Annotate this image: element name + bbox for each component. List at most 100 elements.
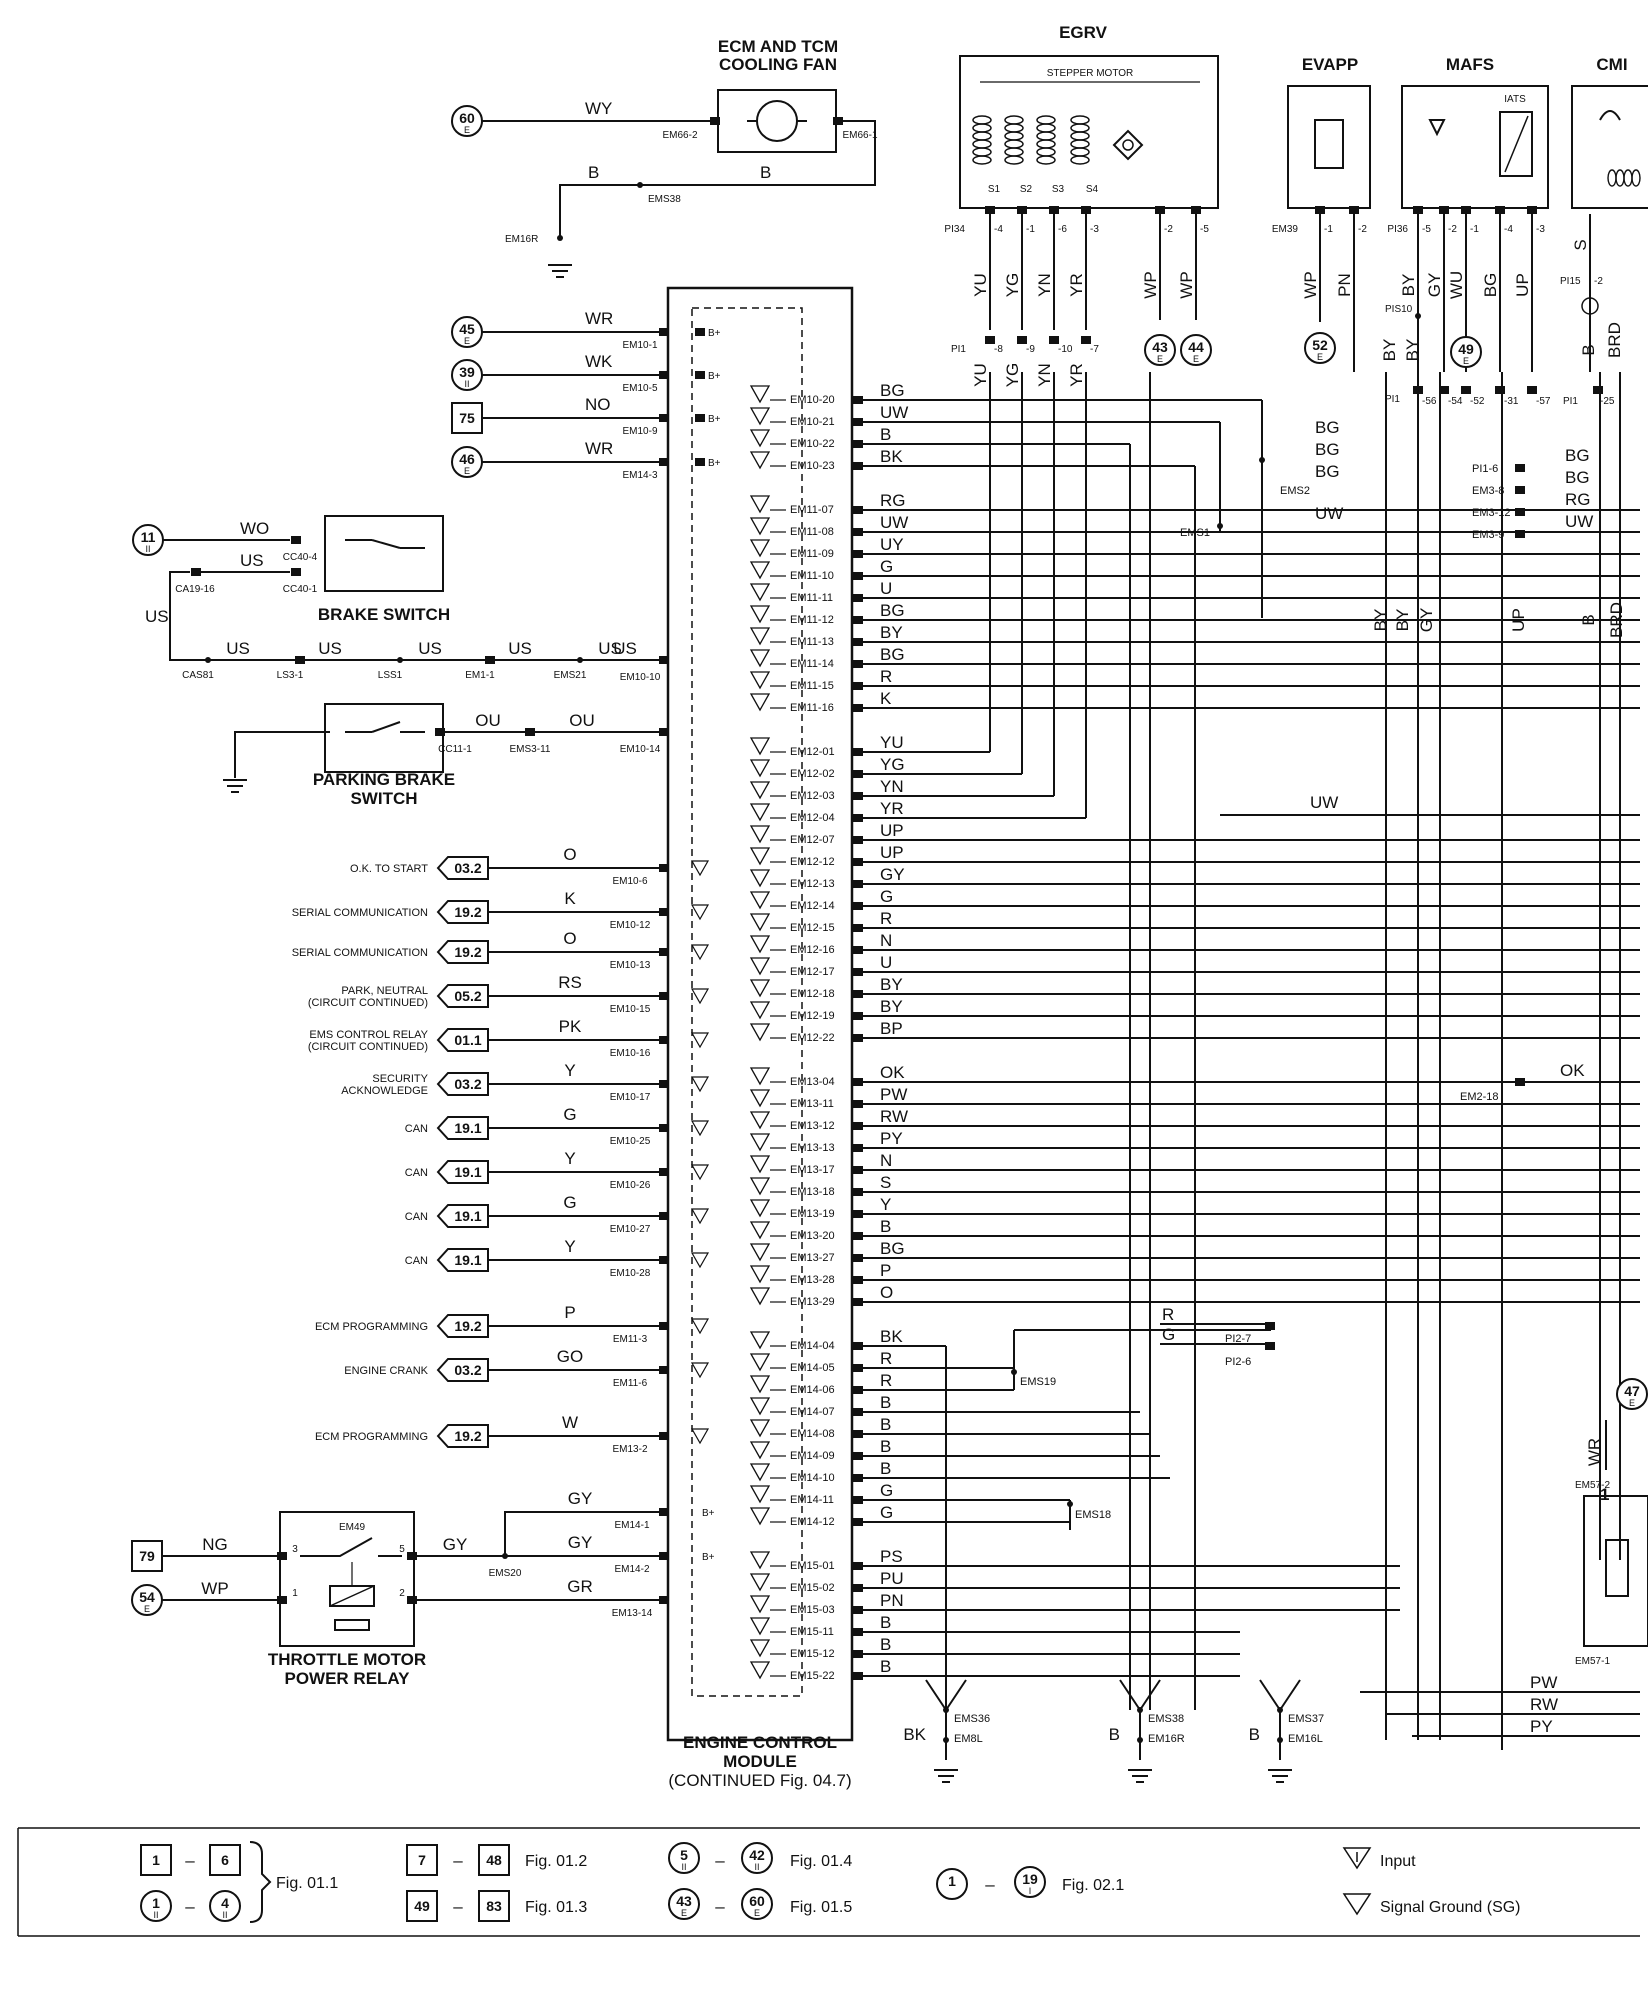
coil-turn	[1004, 155, 1024, 165]
ecm-pin-label: EM12-13	[790, 878, 835, 890]
ecm-wire-color: B	[880, 1393, 891, 1412]
connector-pin	[1191, 206, 1201, 214]
signal-ref: 19.1	[454, 1252, 481, 1268]
chain-wire: US	[226, 639, 250, 658]
ecm-wire-color: PS	[880, 1547, 903, 1566]
ecm-pin-label: EM10-22	[790, 438, 835, 450]
ecm-pin-label: EM12-02	[790, 768, 835, 780]
ecm-pin-label: EM13-19	[790, 1208, 835, 1220]
ecm-continued: (CONTINUED Fig. 04.7)	[668, 1771, 851, 1790]
connector-pin	[1265, 1322, 1275, 1330]
ecm-pin-symbol	[749, 1485, 771, 1504]
ecm-output-pin	[853, 946, 863, 954]
signal-label: CAN	[405, 1255, 428, 1267]
ecm-output-pin	[853, 1122, 863, 1130]
partial-ref-suffix: E	[1629, 1398, 1635, 1408]
ecm-pin-label: EM13-17	[790, 1164, 835, 1176]
legend-ref-number: 60	[749, 1893, 765, 1909]
signal-label: CAN	[405, 1123, 428, 1135]
ecm-input-pin	[659, 458, 669, 466]
wire-color: BY	[1371, 609, 1390, 632]
wire-color: B	[1579, 344, 1598, 355]
ecm-pin-symbol	[749, 495, 771, 514]
legend-dash: –	[453, 1897, 463, 1916]
ecm-pin-symbol	[749, 561, 771, 580]
wire-label: RG	[1565, 490, 1591, 509]
ground-eyelet	[1277, 1737, 1283, 1743]
ecm-wire-color: O	[880, 1283, 893, 1302]
coil-turn	[1070, 115, 1090, 125]
chain-node: CAS81	[182, 670, 214, 681]
ecm-pin-label: EM13-18	[790, 1186, 835, 1198]
ecm-pin-label: EM12-07	[790, 834, 835, 846]
legend-fig: Fig. 01.1	[276, 1875, 338, 1892]
signal-conn: EM11-6	[613, 1378, 648, 1389]
ecm-wire-color: BG	[880, 381, 905, 400]
ecm-wire-color: YR	[880, 799, 904, 818]
rotor-hub-icon	[1122, 139, 1134, 151]
coil-label: S4	[1086, 184, 1099, 195]
partial-resistor-icon	[1605, 1539, 1629, 1597]
ecm-wire-color: UW	[880, 403, 908, 422]
egrv-ref-circle	[1144, 334, 1176, 366]
ecm-pin-label: EM14-07	[790, 1406, 835, 1418]
egrv-pi1-pin: -10	[1058, 344, 1073, 355]
mafs-pi1-pin: -54	[1448, 396, 1463, 407]
legend-input: Input	[1380, 1853, 1416, 1870]
ecm-input-pin	[659, 1366, 669, 1374]
connector-pin	[1527, 206, 1537, 214]
ecm-wire-color: GY	[880, 865, 905, 884]
coil-turn	[1004, 131, 1024, 141]
signal-conn: EM10-26	[610, 1180, 651, 1191]
ground-label: EM8L	[954, 1733, 983, 1745]
relay-ecm-conn: EM14-2	[614, 1564, 649, 1575]
ecm-pin-symbol	[749, 1111, 771, 1130]
wire-label: UW	[1310, 793, 1338, 812]
ecm-body	[666, 286, 854, 1742]
ecm-wire-color: UP	[880, 843, 904, 862]
ecm-wire-color: BK	[880, 447, 903, 466]
ecm-output-pin	[853, 1408, 863, 1416]
ecm-output-pin	[853, 396, 863, 404]
wire-label: UW	[1565, 512, 1593, 531]
ecm-pin-symbol	[749, 627, 771, 646]
connector-pin	[985, 336, 995, 344]
mafs-pi1-pin: -52	[1470, 396, 1485, 407]
ecm-wire-color: B	[880, 1437, 891, 1456]
egrv-pi1-pin: -9	[1026, 344, 1035, 355]
signal-wire: P	[564, 1303, 575, 1322]
ecm-output-pin	[853, 660, 863, 668]
ecm-wire-color: UY	[880, 535, 904, 554]
wire-color: WP	[1177, 271, 1196, 298]
legend-ref-circle	[741, 1842, 773, 1874]
mafs-pin: -4	[1504, 224, 1513, 235]
cmp-coil-turn	[1631, 169, 1641, 187]
coil-turn	[1070, 139, 1090, 149]
iats-box	[1499, 111, 1533, 177]
ecm-pin-symbol	[749, 979, 771, 998]
iats-label: IATS	[1504, 94, 1526, 105]
signal-ref: 19.1	[454, 1120, 481, 1136]
ecm-output-pin	[853, 1144, 863, 1152]
brake-wire: US	[145, 607, 169, 626]
ecm-title: ENGINE CONTROL	[683, 1733, 837, 1752]
ecm-pin-label: EM12-14	[790, 900, 835, 912]
wire-color: B	[1579, 614, 1598, 625]
ecm-wire-color: BY	[880, 997, 903, 1016]
input-conn: EM10-1	[622, 340, 657, 351]
ecm-input-pin	[659, 371, 669, 379]
coil-turn	[1036, 139, 1056, 149]
ecm-wire-color: PY	[880, 1129, 903, 1148]
input-legend-icon	[1342, 1847, 1372, 1870]
legend-fig: Fig. 01.2	[525, 1853, 587, 1870]
legend-ref-number: 49	[414, 1898, 430, 1914]
bplus-label: B+	[708, 371, 721, 382]
connector-pin	[1439, 386, 1449, 394]
ecm-pin-label: EM11-16	[790, 702, 834, 714]
egrv-pin: -3	[1090, 224, 1099, 235]
relay-wire: GY	[443, 1535, 468, 1554]
ecm-input-pin	[659, 1080, 669, 1088]
signal-ref: 19.2	[454, 904, 481, 920]
coil-turn	[1070, 155, 1090, 165]
signal-ref: 19.1	[454, 1208, 481, 1224]
